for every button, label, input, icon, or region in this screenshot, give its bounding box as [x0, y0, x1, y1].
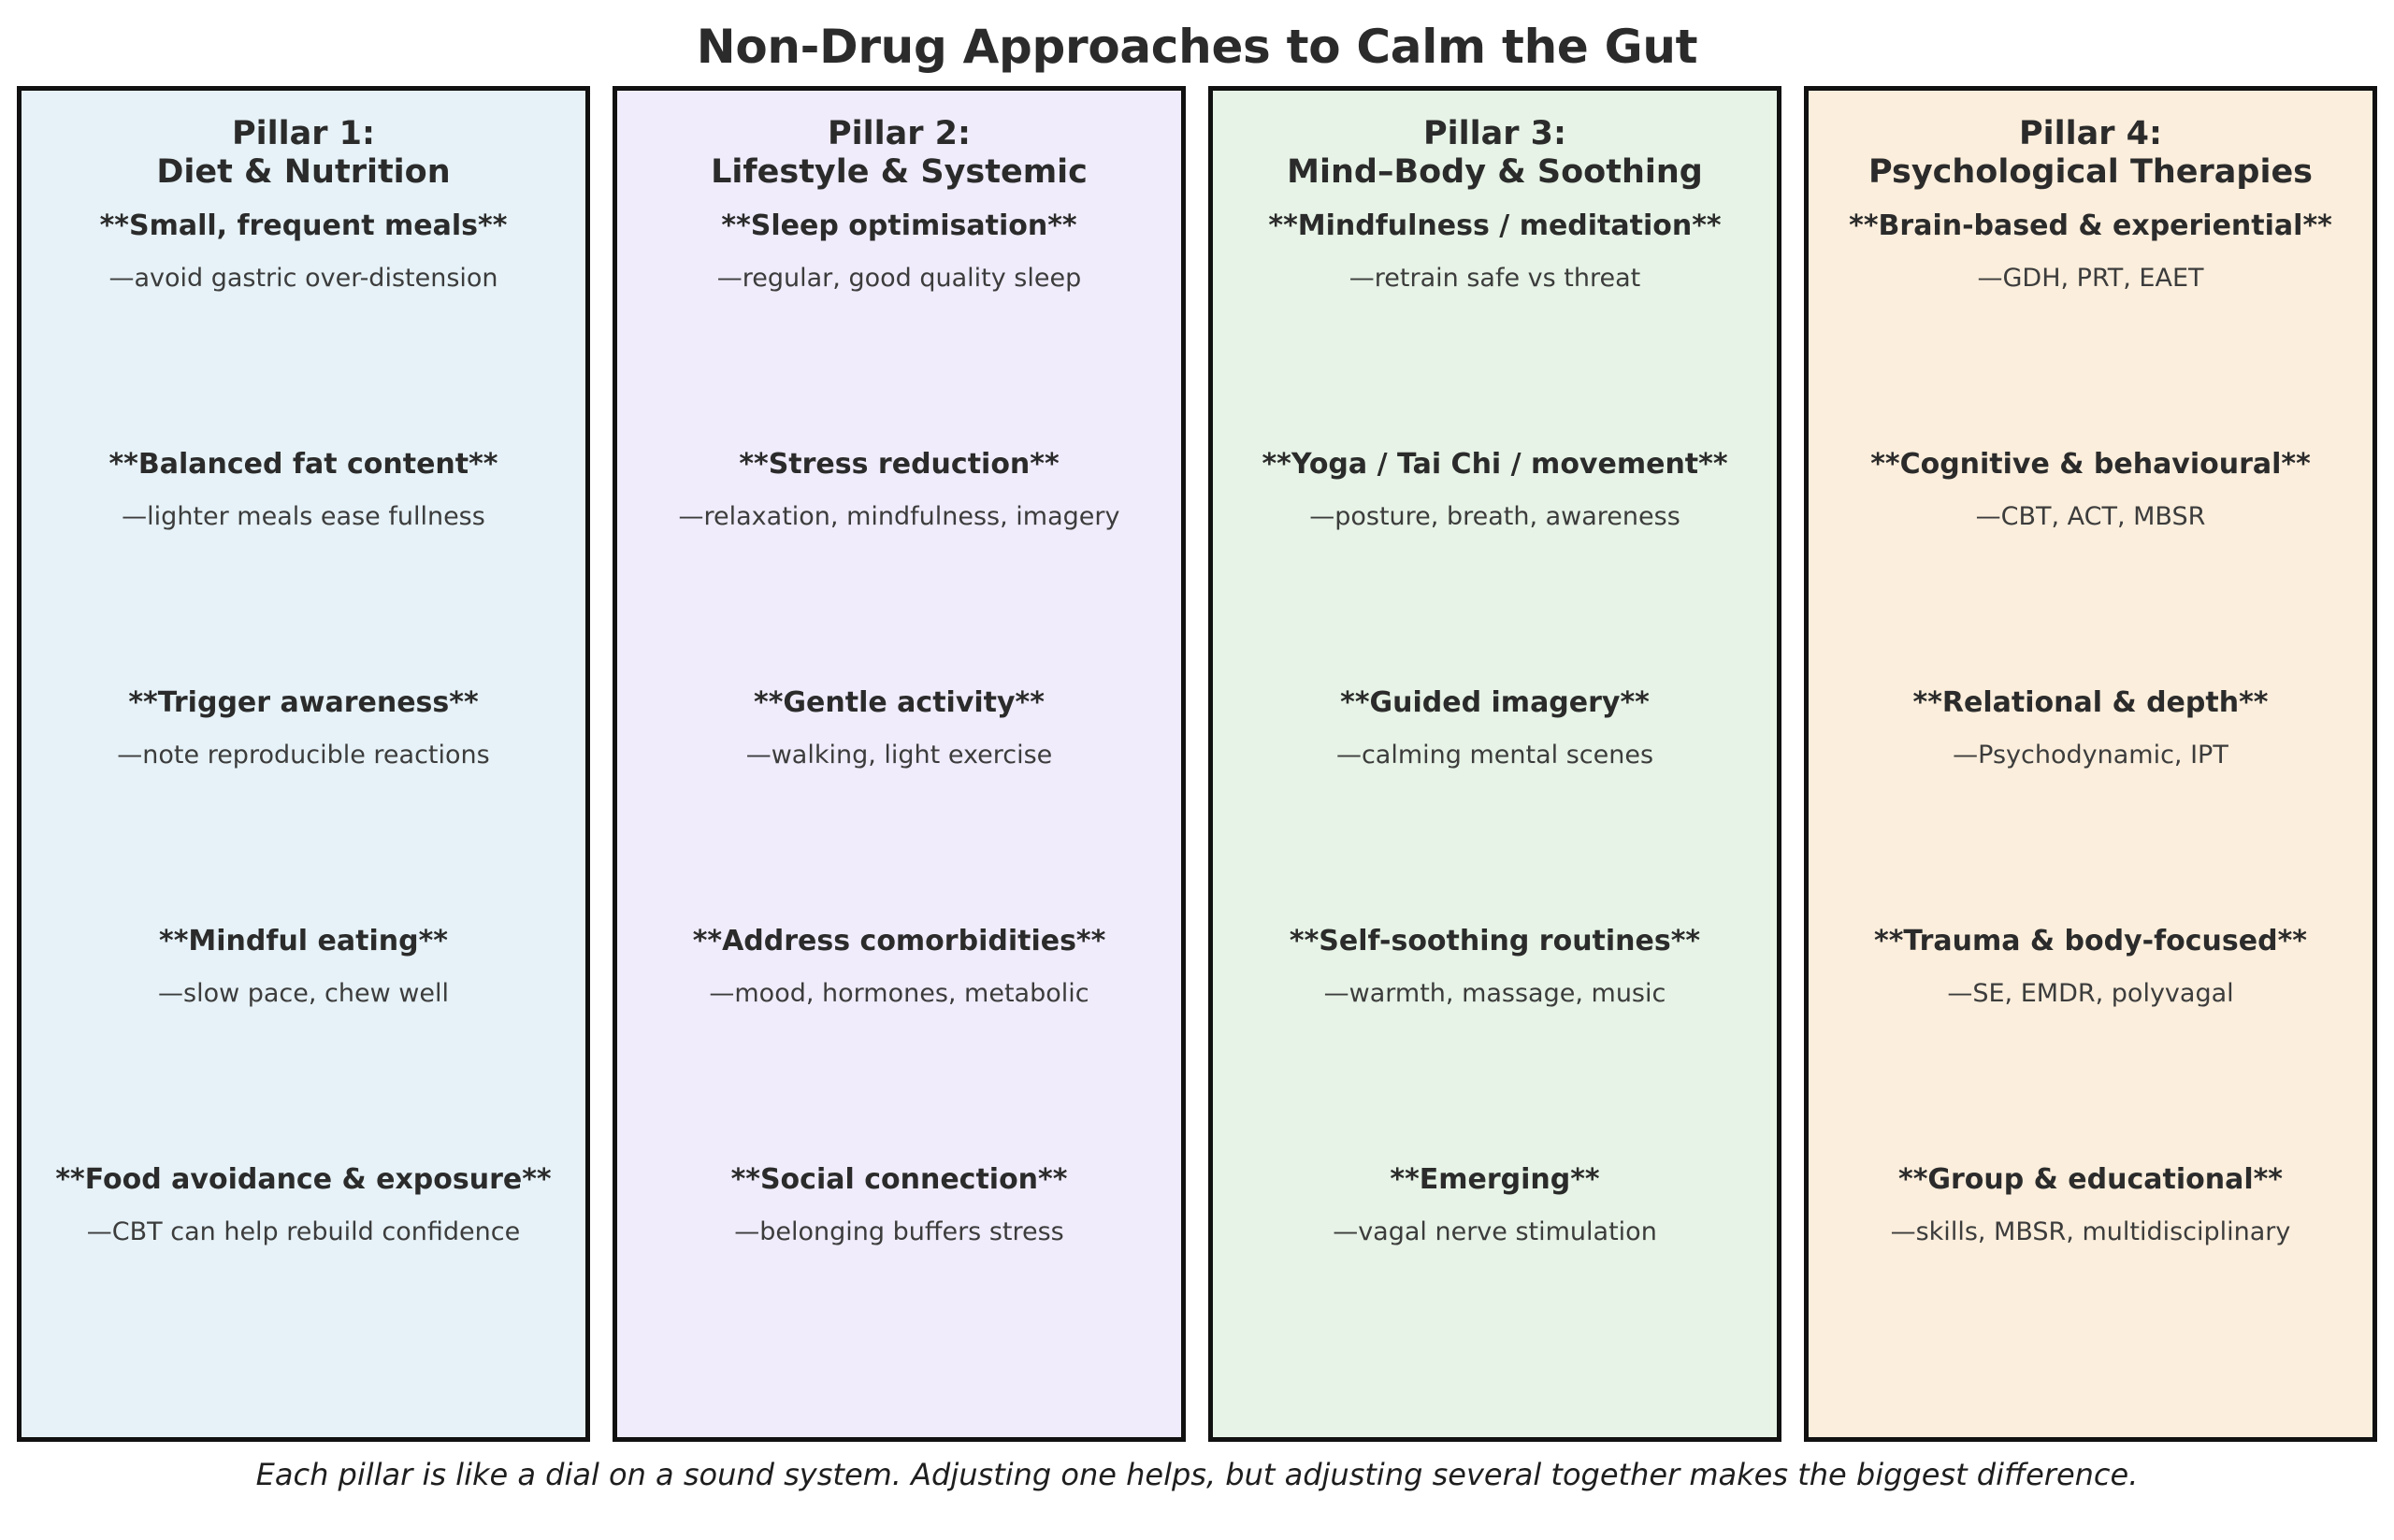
- item-title: **Brain-based & experiential**: [1849, 209, 2332, 242]
- list-item: **Trauma & body-focused** —SE, EMDR, pol…: [1809, 925, 2372, 1163]
- pillar-header-3: Pillar 3: Mind–Body & Soothing: [1287, 115, 1703, 192]
- pillar-header-4: Pillar 4: Psychological Therapies: [1868, 115, 2314, 192]
- list-item: **Small, frequent meals** —avoid gastric…: [22, 209, 585, 448]
- pillar-card-4: Pillar 4: Psychological Therapies **Brai…: [1804, 86, 2377, 1442]
- item-subtitle: —posture, breath, awareness: [1309, 501, 1680, 531]
- item-subtitle: —mood, hormones, metabolic: [709, 978, 1089, 1008]
- item-subtitle: —calming mental scenes: [1335, 740, 1654, 770]
- item-subtitle: —slow pace, chew well: [158, 978, 449, 1008]
- item-subtitle: —regular, good quality sleep: [716, 263, 1082, 293]
- item-title: **Sleep optimisation**: [721, 209, 1077, 242]
- item-subtitle: —note reproducible reactions: [117, 740, 490, 770]
- item-subtitle: —vagal nerve stimulation: [1333, 1216, 1657, 1246]
- item-title: **Stress reduction**: [739, 447, 1060, 481]
- footer-caption: Each pillar is like a dial on a sound sy…: [255, 1457, 2139, 1492]
- pillar-items-1: **Small, frequent meals** —avoid gastric…: [22, 193, 585, 1437]
- item-subtitle: —walking, light exercise: [745, 740, 1053, 770]
- list-item: **Yoga / Tai Chi / movement** —posture, …: [1213, 448, 1777, 686]
- item-subtitle: —Psychodynamic, IPT: [1953, 740, 2228, 770]
- item-title: **Small, frequent meals**: [99, 209, 508, 242]
- pillar-items-2: **Sleep optimisation** —regular, good qu…: [617, 193, 1181, 1437]
- item-title: **Self-soothing routines**: [1289, 924, 1701, 957]
- list-item: **Mindful eating** —slow pace, chew well: [22, 925, 585, 1163]
- item-subtitle: —lighter meals ease fullness: [122, 501, 485, 531]
- pillar-card-3: Pillar 3: Mind–Body & Soothing **Mindful…: [1208, 86, 1781, 1442]
- item-title: **Trigger awareness**: [128, 685, 479, 719]
- list-item: **Stress reduction** —relaxation, mindfu…: [617, 448, 1181, 686]
- item-title: **Emerging**: [1390, 1162, 1600, 1196]
- item-subtitle: —skills, MBSR, multidisciplinary: [1890, 1216, 2291, 1246]
- page-title: Non-Drug Approaches to Calm the Gut: [696, 20, 1698, 74]
- list-item: **Cognitive & behavioural** —CBT, ACT, M…: [1809, 448, 2372, 686]
- item-subtitle: —CBT, ACT, MBSR: [1975, 501, 2206, 531]
- item-subtitle: —retrain safe vs threat: [1348, 263, 1641, 293]
- pillar-items-4: **Brain-based & experiential** —GDH, PRT…: [1809, 193, 2372, 1437]
- item-subtitle: —SE, EMDR, polyvagal: [1947, 978, 2234, 1008]
- list-item: **Social connection** —belonging buffers…: [617, 1163, 1181, 1247]
- item-title: **Address comorbidities**: [692, 924, 1106, 957]
- item-title: **Relational & depth**: [1912, 685, 2269, 719]
- item-title: **Trauma & body-focused**: [1874, 924, 2307, 957]
- list-item: **Gentle activity** —walking, light exer…: [617, 686, 1181, 925]
- list-item: **Relational & depth** —Psychodynamic, I…: [1809, 686, 2372, 925]
- list-item: **Address comorbidities** —mood, hormone…: [617, 925, 1181, 1163]
- pillar-header-2: Pillar 2: Lifestyle & Systemic: [711, 115, 1088, 192]
- item-subtitle: —GDH, PRT, EAET: [1977, 263, 2204, 293]
- pillar-card-1: Pillar 1: Diet & Nutrition **Small, freq…: [17, 86, 590, 1442]
- item-subtitle: —belonging buffers stress: [734, 1216, 1064, 1246]
- item-title: **Social connection**: [730, 1162, 1068, 1196]
- pillar-header-1: Pillar 1: Diet & Nutrition: [156, 115, 451, 192]
- item-title: **Gentle activity**: [754, 685, 1045, 719]
- list-item: **Group & educational** —skills, MBSR, m…: [1809, 1163, 2372, 1247]
- list-item: **Emerging** —vagal nerve stimulation: [1213, 1163, 1777, 1247]
- item-title: **Balanced fat content**: [108, 447, 498, 481]
- list-item: **Mindfulness / meditation** —retrain sa…: [1213, 209, 1777, 448]
- list-item: **Trigger awareness** —note reproducible…: [22, 686, 585, 925]
- list-item: **Balanced fat content** —lighter meals …: [22, 448, 585, 686]
- item-title: **Yoga / Tai Chi / movement**: [1262, 447, 1728, 481]
- item-subtitle: —warmth, massage, music: [1323, 978, 1666, 1008]
- list-item: **Sleep optimisation** —regular, good qu…: [617, 209, 1181, 448]
- item-title: **Cognitive & behavioural**: [1870, 447, 2311, 481]
- item-title: **Mindfulness / meditation**: [1268, 209, 1722, 242]
- list-item: **Self-soothing routines** —warmth, mass…: [1213, 925, 1777, 1163]
- item-title: **Food avoidance & exposure**: [55, 1162, 552, 1196]
- list-item: **Brain-based & experiential** —GDH, PRT…: [1809, 209, 2372, 448]
- pillar-card-2: Pillar 2: Lifestyle & Systemic **Sleep o…: [613, 86, 1186, 1442]
- item-subtitle: —avoid gastric over-distension: [108, 263, 498, 293]
- list-item: **Guided imagery** —calming mental scene…: [1213, 686, 1777, 925]
- item-subtitle: —CBT can help rebuild confidence: [86, 1216, 521, 1246]
- pillar-items-3: **Mindfulness / meditation** —retrain sa…: [1213, 193, 1777, 1437]
- item-title: **Group & educational**: [1898, 1162, 2283, 1196]
- item-subtitle: —relaxation, mindfulness, imagery: [678, 501, 1120, 531]
- list-item: **Food avoidance & exposure** —CBT can h…: [22, 1163, 585, 1247]
- item-title: **Mindful eating**: [159, 924, 448, 957]
- item-title: **Guided imagery**: [1340, 685, 1650, 719]
- pillar-columns: Pillar 1: Diet & Nutrition **Small, freq…: [0, 86, 2394, 1442]
